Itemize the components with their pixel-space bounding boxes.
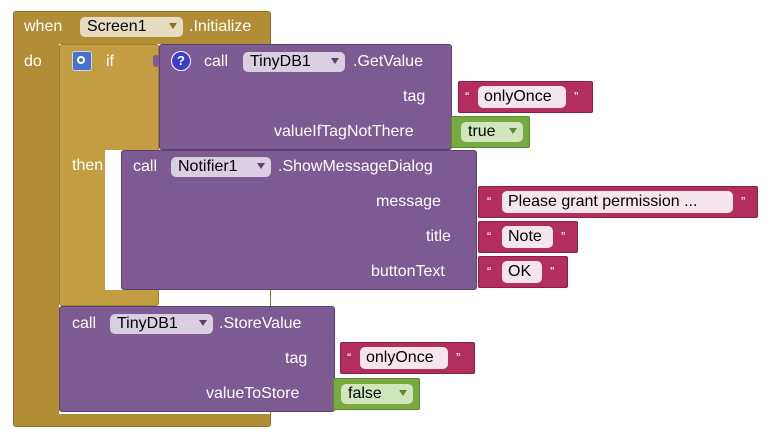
do-keyword: do	[24, 53, 42, 70]
component-dropdown-screen1[interactable]: Screen1	[80, 17, 183, 37]
open-quote: “	[487, 264, 492, 279]
component-name: TinyDB1	[250, 53, 311, 70]
component-name: TinyDB1	[117, 315, 178, 332]
help-icon[interactable]: ?	[171, 51, 191, 71]
store-value-method: .StoreValue	[219, 315, 302, 332]
close-quote: ”	[574, 89, 579, 104]
if-keyword: if	[106, 53, 114, 70]
component-name: Screen1	[87, 18, 147, 35]
get-value-method: .GetValue	[353, 53, 423, 70]
close-quote: ”	[550, 264, 555, 279]
close-quote: ”	[456, 350, 461, 365]
close-quote: ”	[741, 194, 746, 209]
when-keyword: when	[24, 18, 63, 35]
value-if-tag-not-there-label: valueIfTagNotThere	[274, 123, 414, 140]
output-connector	[153, 55, 159, 67]
chevron-down-icon	[509, 128, 517, 134]
button-text-label: buttonText	[371, 263, 445, 280]
boolean-dropdown-false[interactable]: false	[341, 384, 413, 404]
component-dropdown-notifier1[interactable]: Notifier1	[171, 157, 271, 177]
mutator-gear-icon[interactable]	[72, 51, 92, 71]
message-label: message	[376, 193, 441, 210]
component-name: Notifier1	[178, 158, 238, 175]
text-field-tag[interactable]: onlyOnce	[478, 86, 566, 108]
boolean-value: true	[468, 123, 496, 140]
text-field-store-tag[interactable]: onlyOnce	[360, 347, 448, 369]
tag-label: tag	[403, 88, 426, 105]
open-quote: “	[487, 229, 492, 244]
chevron-down-icon	[399, 390, 407, 396]
store-tag-label: tag	[285, 350, 308, 367]
show-dialog-method: .ShowMessageDialog	[278, 158, 433, 175]
title-label: title	[426, 228, 451, 245]
chevron-down-icon	[257, 163, 265, 169]
value-to-store-label: valueToStore	[206, 385, 300, 402]
component-dropdown-tinydb1[interactable]: TinyDB1	[243, 52, 345, 72]
chevron-down-icon	[169, 23, 177, 29]
open-quote: “	[347, 350, 352, 365]
text-field-message[interactable]: Please grant permission ...	[502, 191, 733, 213]
then-keyword: then	[72, 157, 104, 174]
store-value-call-keyword: call	[72, 315, 97, 332]
boolean-dropdown-true[interactable]: true	[461, 122, 523, 142]
component-dropdown-tinydb1-store[interactable]: TinyDB1	[110, 314, 213, 334]
chevron-down-icon	[331, 58, 339, 64]
text-field-button-text[interactable]: OK	[502, 261, 542, 283]
text-field-title[interactable]: Note	[502, 226, 553, 248]
get-value-call-keyword: call	[204, 53, 229, 70]
open-quote: “	[465, 89, 470, 104]
boolean-value: false	[348, 385, 382, 402]
open-quote: “	[487, 194, 492, 209]
event-name: .Initialize	[189, 18, 252, 35]
show-dialog-call-keyword: call	[133, 158, 158, 175]
close-quote: ”	[561, 229, 566, 244]
chevron-down-icon	[199, 320, 207, 326]
